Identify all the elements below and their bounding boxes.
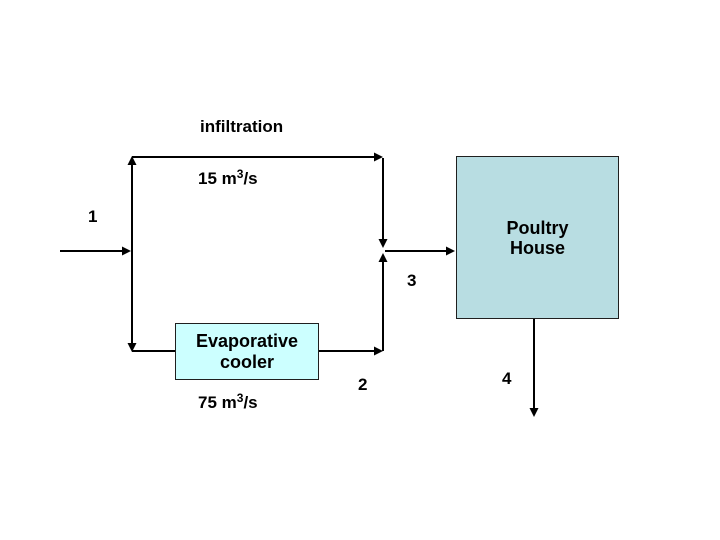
infiltration-flow-rate-exponent: 3 bbox=[236, 167, 244, 181]
stream-4-label: 4 bbox=[502, 369, 512, 388]
stream-2-label: 2 bbox=[358, 375, 368, 394]
infiltration-down-arrow bbox=[378, 158, 388, 248]
poultry-house-label-line2: House bbox=[509, 237, 565, 258]
poultry-house-label-line1: Poultry bbox=[506, 217, 569, 238]
stream-3-arrow bbox=[385, 246, 455, 256]
stream-4-arrow bbox=[529, 319, 539, 417]
cooler-flow-rate-unit: /s bbox=[243, 393, 258, 412]
cooler-flow-rate-exponent: 3 bbox=[236, 391, 244, 405]
cooler-up-arrow bbox=[378, 253, 388, 351]
cooler-flow-rate-value: 75 m bbox=[198, 393, 237, 412]
left-split-duct-arrow bbox=[127, 156, 137, 352]
cooler-flow-rate-label: 75 m3/s bbox=[198, 391, 258, 413]
infiltration-flow-rate-unit: /s bbox=[243, 169, 258, 188]
stream-2-arrow bbox=[319, 346, 383, 356]
stream-1-inlet-arrow bbox=[60, 246, 131, 256]
infiltration-flow-rate-label: 15 m3/s bbox=[198, 167, 258, 189]
evaporative-cooler-label-line1: Evaporative bbox=[195, 330, 299, 351]
stream-1-label: 1 bbox=[88, 207, 98, 226]
infiltration-flow-rate-value: 15 m bbox=[198, 169, 237, 188]
stream-3-label: 3 bbox=[407, 271, 417, 290]
infiltration-duct-arrow bbox=[132, 152, 383, 162]
evaporative-cooler-box: Evaporative cooler bbox=[175, 323, 319, 380]
evaporative-cooler-label-line2: cooler bbox=[219, 351, 275, 372]
poultry-house-box: Poultry House bbox=[456, 156, 619, 319]
infiltration-label: infiltration bbox=[200, 117, 284, 136]
